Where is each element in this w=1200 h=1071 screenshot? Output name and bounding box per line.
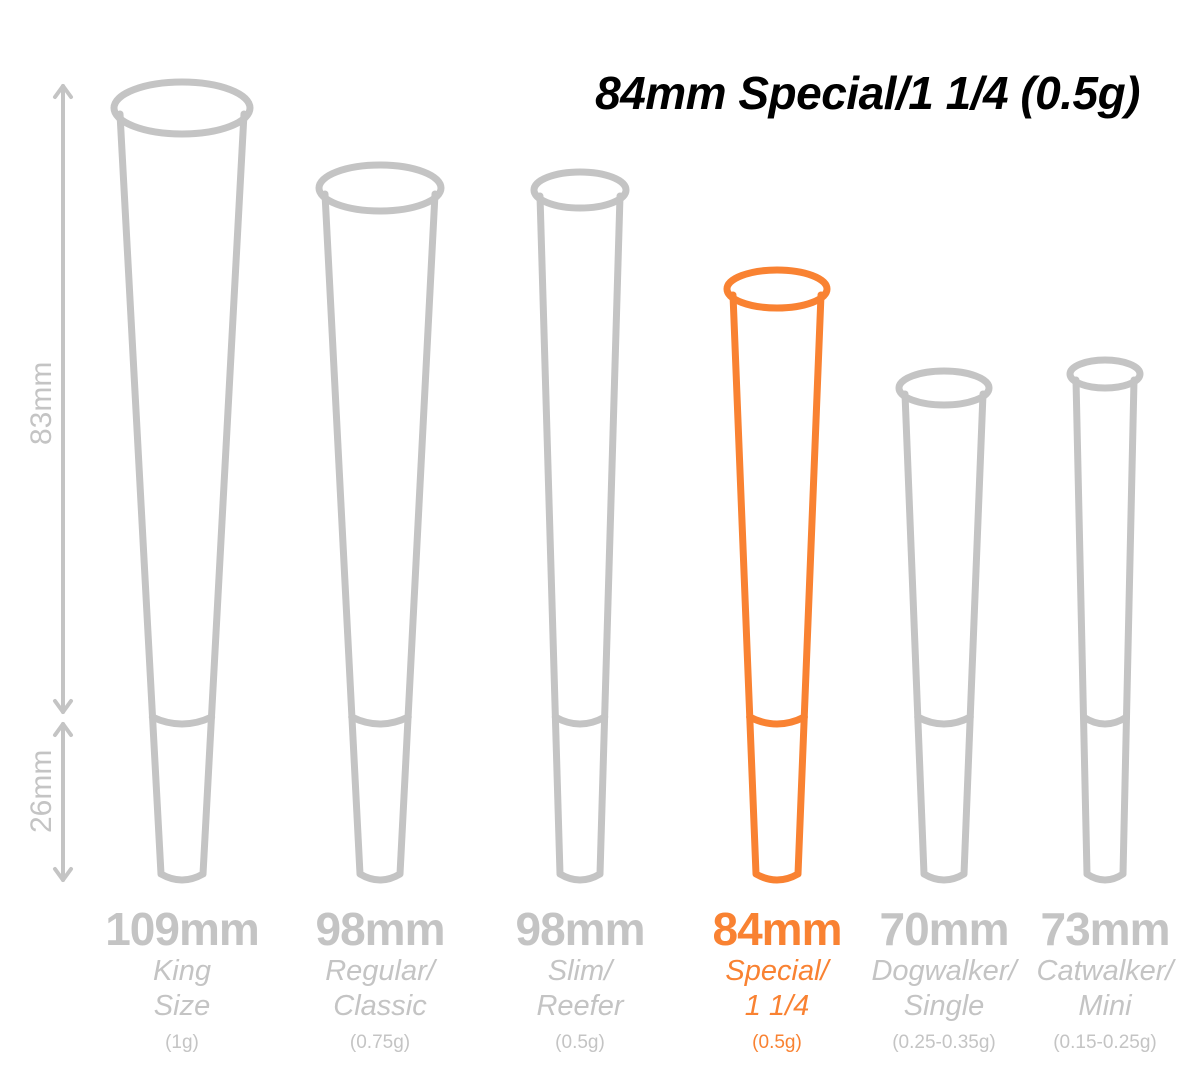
- cone-name-line1: Dogwalker/: [871, 955, 1017, 987]
- cone-body-2: [321, 190, 439, 884]
- measurement-arrows: [53, 84, 73, 882]
- cone-opening-4: [723, 266, 831, 312]
- cone-opening-1: [110, 78, 254, 138]
- cone-weight-text: (1g): [165, 1032, 199, 1053]
- cone-opening-5: [895, 367, 993, 409]
- filter-length-arrow-head-up: [53, 722, 73, 737]
- cone-size-text: 70mm: [879, 903, 1010, 955]
- cone-name-line2: Mini: [1078, 990, 1132, 1022]
- cone-1: [110, 78, 254, 884]
- cone-body-6: [1072, 376, 1138, 884]
- cone-name-line1: King: [152, 955, 212, 987]
- cone-weight-text: (0.5g): [752, 1032, 802, 1053]
- cone-name-line2: 1 1/4: [744, 990, 810, 1022]
- cone-2: [315, 161, 445, 884]
- cone-filter-line-4: [746, 713, 808, 728]
- cone-name-line2: Single: [903, 990, 985, 1022]
- cone-opening-3: [530, 168, 630, 212]
- cone-body-5: [901, 390, 987, 884]
- cone-name-line2: Classic: [333, 990, 427, 1022]
- cone-opening-6: [1066, 356, 1144, 392]
- cone-filter-line-5: [914, 713, 974, 728]
- cone-size-text: 98mm: [315, 903, 446, 955]
- cone-size-text: 98mm: [515, 903, 646, 955]
- cone-body-1: [116, 110, 248, 884]
- top-length-measure: 83mm: [25, 361, 58, 445]
- cone-opening-2: [315, 161, 445, 215]
- cone-filter-line-6: [1079, 713, 1131, 728]
- cone-3: [530, 168, 630, 884]
- top-length-arrow-head-down: [53, 699, 73, 714]
- filter-length-measure: 26mm: [25, 749, 58, 833]
- cone-name-line1: Slim/: [547, 955, 613, 987]
- cone-filter-line-2: [348, 713, 412, 728]
- cone-4: [723, 266, 831, 884]
- cone-name-line1: Catwalker/: [1036, 955, 1174, 987]
- cone-weight-text: (0.15-0.25g): [1053, 1032, 1157, 1053]
- cone-name-line2: Reefer: [536, 990, 624, 1022]
- top-length-arrow-head-up: [53, 84, 73, 99]
- cone-filter-line-1: [148, 713, 216, 728]
- filter-length-arrow-head-down: [53, 867, 73, 882]
- diagram-title: 84mm Special/1 1/4 (0.5g): [595, 67, 1140, 119]
- cone-weight-text: (0.5g): [555, 1032, 605, 1053]
- cone-size-text: 84mm: [712, 903, 843, 955]
- cone-size-text: 109mm: [105, 903, 260, 955]
- cone-weight-text: (0.75g): [349, 1032, 411, 1053]
- cone-size-text: 73mm: [1040, 903, 1171, 955]
- cone-name-line1: Regular/: [325, 955, 435, 987]
- cone-name-line2: Size: [153, 990, 211, 1022]
- cone-6: [1066, 356, 1144, 884]
- cone-5: [895, 367, 993, 884]
- cone-body-3: [536, 192, 624, 884]
- cone-name-line1: Special/: [725, 955, 829, 987]
- cone-filter-line-3: [551, 713, 609, 728]
- cone-body-4: [729, 291, 825, 884]
- cone-weight-text: (0.25-0.35g): [892, 1032, 996, 1053]
